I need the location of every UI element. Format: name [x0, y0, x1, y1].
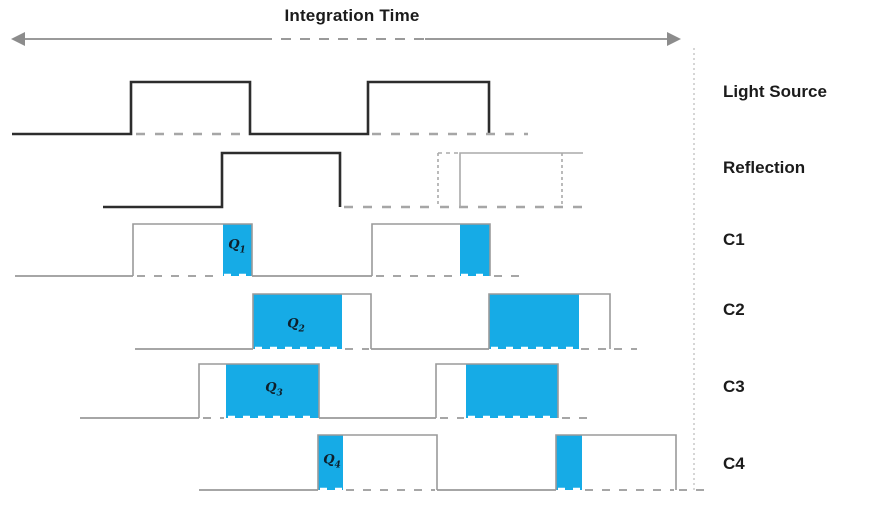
charge-window: [460, 224, 490, 276]
charge-label-q1: Q1: [228, 239, 246, 256]
waveform-line: [132, 223, 253, 276]
charge-label-subscript: 1: [239, 245, 246, 256]
signal-label-c3: C3: [723, 377, 745, 396]
waveform-line: [12, 80, 491, 136]
charge-window: [253, 294, 342, 349]
charge-label-base: Q: [265, 380, 277, 396]
waveform-line: [252, 293, 372, 349]
charge-window: [226, 364, 319, 418]
charge-label-base: Q: [228, 237, 240, 253]
charge-window: [466, 364, 558, 418]
charge-label-base: Q: [287, 316, 299, 332]
waveform-line: [103, 151, 342, 209]
charge-window: [489, 294, 579, 349]
waveform-line: [435, 363, 559, 418]
charge-window: [556, 435, 582, 490]
integration-time-title: Integration Time: [284, 6, 420, 25]
waveform-line: [459, 152, 583, 207]
arrowhead: [667, 32, 681, 46]
signal-label-light-source: Light Source: [723, 82, 827, 101]
charge-label-q2: Q2: [287, 318, 305, 335]
signal-label-c1: C1: [723, 230, 745, 249]
charge-label-q3: Q3: [265, 382, 283, 399]
charge-window: [223, 224, 252, 276]
charge-label-base: Q: [323, 452, 335, 468]
charge-label-subscript: 2: [298, 324, 305, 335]
signal-label-reflection: Reflection: [723, 158, 806, 177]
waveform-line: [198, 363, 320, 418]
charge-window: [318, 435, 343, 490]
waveform-line: [317, 434, 438, 490]
waveform-line: [371, 223, 491, 276]
arrowhead: [11, 32, 25, 46]
waveform-line: [488, 293, 611, 349]
signal-label-c2: C2: [723, 300, 745, 319]
waveform-line: [555, 434, 677, 490]
charge-label-q4: Q4: [323, 454, 341, 471]
signal-label-c4: C4: [723, 454, 745, 473]
charge-label-subscript: 3: [276, 388, 283, 399]
charge-label-subscript: 4: [334, 460, 341, 471]
